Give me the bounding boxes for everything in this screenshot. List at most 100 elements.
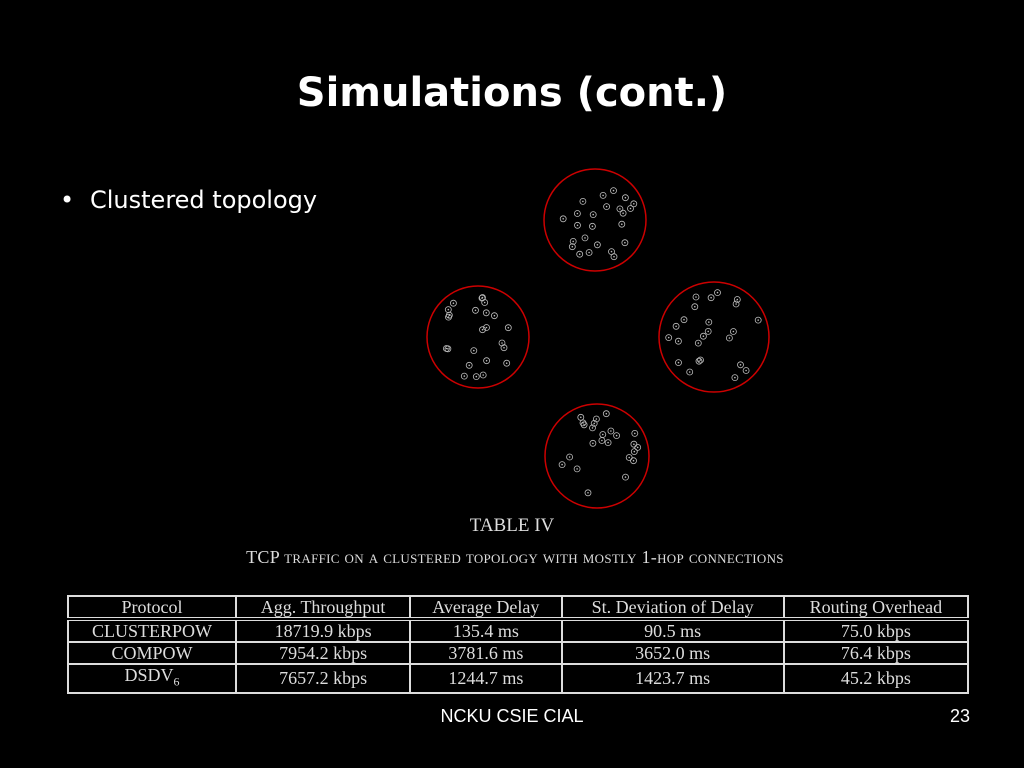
network-node-center bbox=[636, 446, 639, 449]
network-node-center bbox=[677, 361, 680, 364]
cell-overhead: 45.2 kbps bbox=[782, 663, 970, 694]
network-node bbox=[610, 187, 617, 195]
network-node-center bbox=[607, 441, 609, 444]
network-node bbox=[618, 220, 626, 228]
protocol-subscript: 6 bbox=[173, 674, 180, 689]
network-node bbox=[627, 205, 634, 212]
network-node bbox=[559, 215, 567, 223]
network-node-center bbox=[697, 342, 700, 344]
network-node bbox=[691, 303, 699, 311]
network-node-center bbox=[629, 207, 632, 210]
network-node bbox=[504, 324, 512, 332]
network-node-center bbox=[605, 412, 608, 415]
network-node-center bbox=[592, 213, 594, 216]
slide-title: Simulations (cont.) bbox=[296, 70, 728, 116]
header-throughput: Agg. Throughput bbox=[235, 595, 412, 621]
network-node-center bbox=[475, 375, 478, 378]
network-node bbox=[700, 332, 707, 340]
network-node-center bbox=[482, 374, 485, 376]
network-node bbox=[630, 457, 637, 465]
network-node bbox=[665, 334, 673, 342]
network-node-center bbox=[481, 328, 484, 331]
network-node-center bbox=[592, 442, 594, 445]
network-node bbox=[630, 448, 638, 456]
network-node-center bbox=[503, 346, 505, 349]
network-node bbox=[589, 439, 597, 447]
network-node bbox=[598, 437, 606, 444]
cell-overhead: 76.4 kbps bbox=[782, 641, 970, 665]
network-node-center bbox=[473, 349, 475, 352]
table-header-row: Protocol Agg. Throughput Average Delay S… bbox=[66, 595, 970, 621]
network-node bbox=[472, 306, 479, 314]
network-node bbox=[574, 221, 581, 229]
network-node bbox=[558, 461, 566, 469]
network-node-center bbox=[622, 212, 624, 214]
network-node bbox=[599, 191, 607, 199]
network-node-center bbox=[481, 296, 484, 299]
network-node-center bbox=[736, 298, 739, 301]
network-node bbox=[465, 361, 473, 369]
network-node-center bbox=[739, 364, 742, 366]
cell-overhead: 75.0 kbps bbox=[782, 618, 970, 643]
network-node-center bbox=[505, 362, 508, 365]
network-node bbox=[500, 344, 508, 352]
network-node bbox=[631, 429, 639, 437]
network-node bbox=[460, 372, 468, 380]
network-node-center bbox=[632, 459, 635, 462]
network-node-center bbox=[602, 433, 604, 436]
network-node bbox=[589, 424, 596, 432]
network-node bbox=[445, 311, 453, 319]
network-node bbox=[625, 454, 633, 461]
network-node bbox=[490, 312, 498, 320]
table-row: CLUSTERPOW 18719.9 kbps 135.4 ms 90.5 ms… bbox=[66, 618, 970, 643]
network-node bbox=[619, 209, 627, 217]
cell-delay: 135.4 ms bbox=[409, 618, 563, 643]
network-node-center bbox=[601, 439, 603, 442]
results-table: Protocol Agg. Throughput Average Delay S… bbox=[66, 595, 970, 694]
network-node bbox=[608, 248, 615, 256]
network-node bbox=[607, 427, 615, 435]
network-node-center bbox=[734, 376, 736, 379]
network-node-center bbox=[621, 223, 623, 225]
network-node bbox=[576, 250, 584, 258]
network-node-center bbox=[677, 340, 680, 343]
cell-protocol: CLUSTERPOW bbox=[66, 618, 238, 643]
cluster-ring bbox=[426, 285, 530, 389]
network-node-center bbox=[633, 443, 635, 446]
network-node-center bbox=[710, 296, 712, 299]
network-node bbox=[579, 197, 587, 205]
clustered-topology-figure bbox=[426, 168, 770, 509]
cell-throughput: 18719.9 kbps bbox=[235, 618, 412, 643]
network-node-center bbox=[588, 251, 590, 254]
network-node bbox=[603, 203, 610, 211]
network-node-center bbox=[576, 224, 579, 227]
cluster-ring bbox=[658, 281, 770, 393]
network-node bbox=[573, 465, 581, 473]
network-node bbox=[590, 419, 598, 427]
network-node-center bbox=[707, 330, 709, 333]
network-node bbox=[731, 374, 739, 382]
network-node bbox=[580, 421, 588, 429]
network-node bbox=[630, 200, 638, 208]
network-node bbox=[621, 239, 629, 247]
network-node bbox=[589, 211, 597, 219]
network-node-center bbox=[624, 196, 627, 199]
network-node bbox=[472, 373, 480, 381]
network-node bbox=[483, 324, 490, 331]
network-node bbox=[593, 415, 600, 423]
network-node-center bbox=[452, 302, 455, 305]
network-node-center bbox=[587, 492, 589, 494]
network-node bbox=[680, 316, 688, 324]
network-node-center bbox=[493, 314, 496, 317]
network-node bbox=[444, 345, 452, 353]
network-node bbox=[577, 413, 585, 421]
network-node-center bbox=[483, 301, 486, 304]
network-node bbox=[584, 489, 592, 497]
cell-protocol: COMPOW bbox=[66, 641, 238, 665]
network-node bbox=[568, 243, 576, 251]
network-node-center bbox=[595, 418, 598, 420]
network-node bbox=[482, 309, 490, 317]
network-node bbox=[733, 296, 741, 303]
network-node bbox=[581, 234, 589, 242]
network-node-center bbox=[447, 316, 450, 318]
